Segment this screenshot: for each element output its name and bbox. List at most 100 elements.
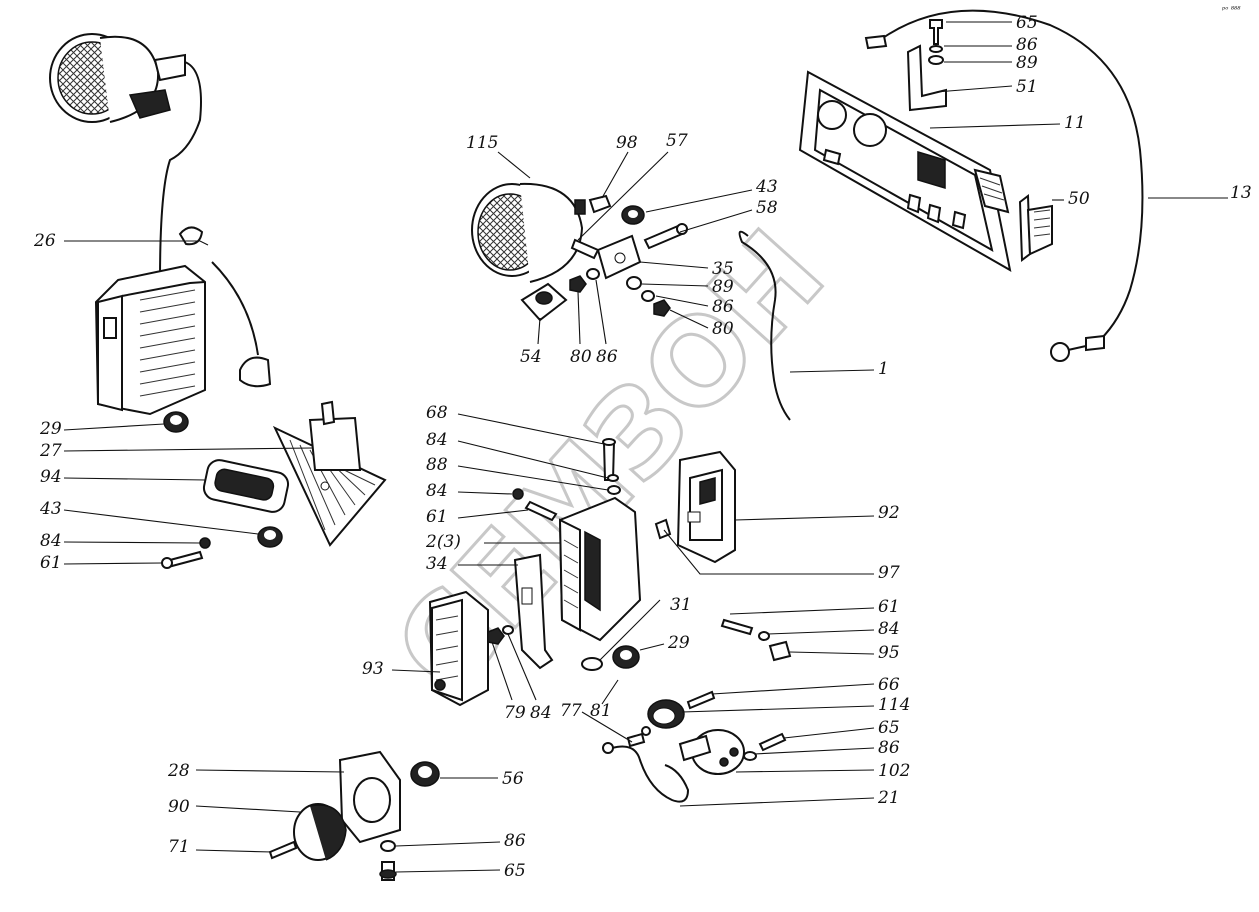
washer-81: [641, 726, 651, 736]
label-71: 71: [168, 837, 190, 857]
label-84-center-a: 84: [426, 430, 448, 450]
label-86-right: 86: [878, 738, 900, 758]
label-95: 95: [878, 643, 900, 663]
label-2-3: 2(3): [425, 532, 461, 552]
bracket-51: [906, 44, 947, 112]
washer-89-top: [928, 55, 944, 65]
label-57: 57: [666, 131, 688, 151]
washer-89-center: [626, 276, 642, 290]
label-80-right: 80: [712, 319, 734, 339]
label-81: 81: [590, 701, 612, 721]
label-13: 13: [1230, 183, 1252, 203]
label-97: 97: [878, 563, 900, 583]
washer-31: [581, 657, 603, 671]
grommet-43-left: [257, 526, 283, 548]
label-28: 28: [167, 761, 190, 781]
screw-65-top: [929, 19, 943, 45]
wire-21: [602, 742, 690, 803]
grommet-29-center: [612, 645, 640, 669]
label-11: 11: [1064, 113, 1086, 133]
label-84-center-b: 84: [426, 481, 448, 501]
label-1: 1: [878, 359, 889, 379]
screw-98: [588, 194, 612, 214]
label-31: 31: [670, 595, 692, 615]
bolt-61-left: [161, 550, 204, 569]
socket-90: [293, 803, 347, 861]
clamp-95: [768, 640, 792, 662]
label-88: 88: [426, 455, 448, 475]
nut-80-right: [653, 299, 671, 317]
screw-68: [602, 438, 616, 481]
label-86-center-left: 86: [596, 347, 618, 367]
bracket-35: [596, 234, 642, 280]
grommet-29-left: [163, 411, 189, 433]
ring-114: [647, 699, 685, 729]
bracket-34: [513, 553, 554, 670]
label-80-center: 80: [570, 347, 592, 367]
label-84-right: 84: [878, 619, 900, 639]
lamp-housing-2-3: [558, 496, 642, 642]
label-84-left: 84: [40, 531, 62, 551]
washer-86-center-left: [586, 268, 600, 280]
label-114: 114: [878, 695, 910, 715]
label-21: 21: [877, 788, 900, 808]
wire-clamp-26: [178, 226, 272, 388]
lamp-housing-left: [94, 264, 206, 416]
label-89-top: 89: [1016, 53, 1038, 73]
grommet-56: [410, 761, 440, 787]
washer-86-bottom: [380, 840, 396, 852]
cable-13: [864, 9, 1144, 362]
label-61-right: 61: [878, 597, 900, 617]
label-61-center: 61: [426, 507, 448, 527]
label-92: 92: [878, 503, 900, 523]
washer-84-right: [758, 631, 770, 641]
label-65-right: 65: [878, 718, 900, 738]
washer-86-center: [641, 290, 655, 302]
label-115: 115: [466, 133, 498, 153]
label-79: 79: [504, 703, 526, 723]
label-98: 98: [616, 133, 638, 153]
wire-1: [738, 230, 791, 421]
label-29-left: 29: [39, 419, 62, 439]
screw-57: [570, 238, 600, 260]
label-50: 50: [1068, 189, 1090, 209]
label-54: 54: [520, 347, 542, 367]
label-26: 26: [33, 231, 56, 251]
label-77: 77: [560, 701, 582, 721]
leader-lines: [63, 21, 1228, 873]
label-65-top: 65: [1016, 13, 1038, 33]
tail-lamp-93: [428, 590, 489, 707]
bolt-61-center: [524, 500, 558, 522]
label-86-top: 86: [1016, 35, 1038, 55]
label-89-center: 89: [712, 277, 734, 297]
terminal-77: [626, 732, 646, 748]
tail-lamp-92: [676, 450, 736, 564]
bolt-58: [643, 223, 688, 250]
switch-102: [678, 729, 745, 775]
nut-84-left: [199, 537, 211, 549]
screw-71: [268, 840, 298, 860]
washer-86-top: [929, 45, 943, 53]
label-68: 68: [426, 403, 448, 423]
washer-84-lamp93: [502, 625, 514, 635]
bolt-61-right: [720, 618, 754, 636]
label-61-left: 61: [40, 553, 62, 573]
label-58: 58: [756, 198, 778, 218]
corner-mark: ᵖᵒ ⁸⁸⁸: [1222, 5, 1241, 14]
label-51: 51: [1016, 77, 1038, 97]
label-34: 34: [426, 554, 448, 574]
screw-65-bottom: [379, 861, 397, 881]
label-43-left: 43: [39, 499, 62, 519]
label-65-bottom: 65: [504, 861, 526, 881]
label-90: 90: [168, 797, 190, 817]
label-86-bottom: 86: [504, 831, 526, 851]
nut-79: [487, 627, 505, 645]
screw-66: [686, 690, 716, 710]
grommet-43-center: [621, 205, 645, 225]
label-56: 56: [502, 769, 524, 789]
connector-block-94: [202, 459, 290, 513]
label-84-lamp93: 84: [530, 703, 552, 723]
label-27: 27: [39, 441, 62, 461]
label-29-center: 29: [667, 633, 690, 653]
